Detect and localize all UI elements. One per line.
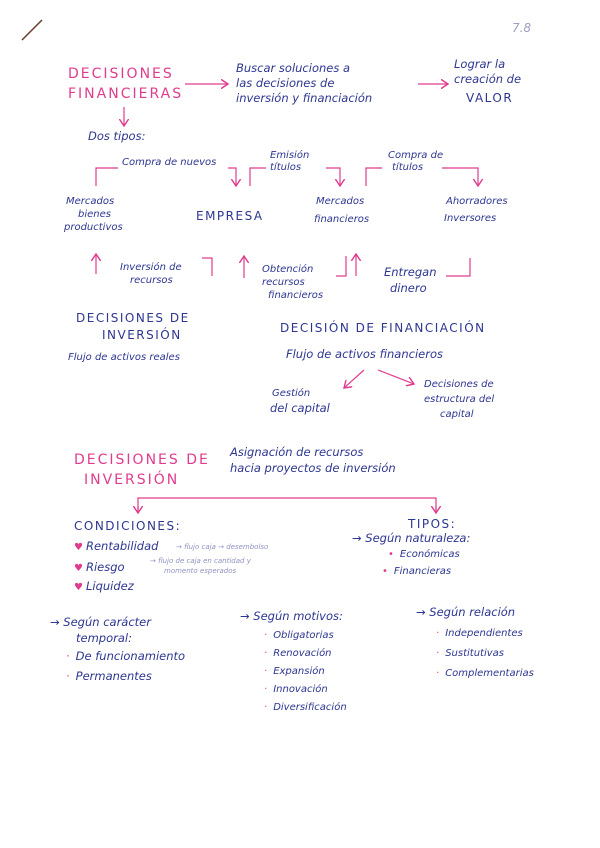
compra-titulos-line2: títulos: [392, 162, 424, 173]
emision-line1: Emisión: [270, 150, 310, 161]
emision-line2: títulos: [270, 162, 302, 173]
scribble-mark: [21, 19, 43, 41]
decisiones-inversion-title-2: INVERSIÓN: [102, 328, 182, 342]
ahorradores-line2: Inversores: [444, 213, 497, 224]
decisiones-inversion-title-1: DECISIONES DE: [76, 311, 190, 325]
arrow-estructura: [377, 369, 414, 384]
arrow-gestion: [344, 369, 365, 388]
motivo-obligatorias: ·Obligatorias: [264, 630, 334, 641]
condiciones-title: CONDICIONES:: [74, 519, 182, 533]
heart-bullet-icon: ♥: [74, 563, 83, 574]
motivo-innovacion: ·Innovación: [264, 684, 328, 695]
segun-naturaleza: → Según naturaleza:: [352, 531, 471, 545]
mercados-bienes-line3: productivos: [64, 222, 123, 233]
rentabilidad-note: → flujo caja → desembolso: [176, 543, 269, 551]
bracket-entregan-right: [446, 258, 471, 277]
condicion-riesgo: ♥Riesgo: [74, 560, 125, 574]
arrow-emision: [326, 167, 340, 186]
title-decisiones-financieras-2: FINANCIERAS: [68, 86, 184, 102]
flujo-activos-reales: Flujo de activos reales: [68, 352, 180, 363]
gestion-line1: Gestión: [272, 388, 311, 399]
motivo-diversificacion: ·Diversificación: [264, 702, 347, 713]
naturaleza-item-economicas: •Económicas: [388, 549, 460, 560]
caracter-item-funcionamiento: ·De funcionamiento: [66, 649, 186, 663]
asignacion-line1: Asignación de recursos: [230, 445, 364, 459]
mercados-fin-line2: financieros: [314, 214, 370, 225]
valor-text: VALOR: [466, 91, 514, 105]
caracter-title-2: temporal:: [76, 631, 132, 645]
buscar-line2: las decisiones de: [236, 76, 335, 90]
motivo-renovacion: ·Renovación: [264, 648, 332, 659]
bracket-inversion-right: [202, 257, 213, 276]
mercados-bienes-line1: Mercados: [66, 196, 115, 207]
compra-titulos-line1: Compra de: [388, 150, 444, 161]
mercados-fin-line1: Mercados: [316, 196, 365, 207]
lograr-line1: Lograr la: [454, 57, 506, 71]
riesgo-note-2: momento esperados: [164, 567, 237, 575]
inversion-section-title-2: INVERSIÓN: [84, 472, 180, 488]
mercados-bienes-line2: bienes: [78, 209, 111, 220]
condicion-liquidez: ♥Liquidez: [74, 579, 134, 593]
obtencion-line1: Obtención: [262, 264, 314, 275]
buscar-line3: inversión y financiación: [236, 91, 373, 105]
asignacion-line2: hacia proyectos de inversión: [230, 461, 396, 475]
obtencion-line3: financieros: [268, 290, 324, 301]
arrow-compra-nuevos: [228, 167, 236, 186]
relacion-complementarias: ·Complementarias: [436, 668, 534, 679]
decision-financiacion-title: DECISIÓN DE FINANCIACIÓN: [280, 321, 486, 335]
heart-bullet-icon: ♥: [74, 542, 83, 553]
bracket-obtencion-right: [336, 256, 347, 277]
split-condiciones-tipos: [137, 497, 437, 512]
naturaleza-item-financieras: •Financieras: [382, 566, 452, 577]
heart-bullet-icon: ♥: [74, 582, 83, 593]
entregan-line2: dinero: [390, 281, 427, 295]
arrow-compra-titulos: [442, 167, 478, 186]
bracket-mercados-bienes: [95, 167, 118, 186]
bracket-compra-titulos: [365, 167, 382, 186]
tipos-title: TIPOS:: [408, 517, 457, 531]
compra-nuevos-label: Compra de nuevos: [122, 157, 217, 168]
motivo-expansion: ·Expansión: [264, 666, 325, 677]
relacion-sustitutivas: ·Sustitutivas: [436, 648, 504, 659]
inversion-recursos-line1: Inversión de: [120, 262, 182, 273]
dos-tipos: Dos tipos:: [88, 129, 146, 143]
estructura-line1: Decisiones de: [424, 379, 494, 390]
empresa-label: EMPRESA: [196, 209, 264, 223]
page-number: 7.8: [512, 21, 532, 35]
ahorradores-line1: Ahorradores: [446, 196, 508, 207]
lograr-line2: creación de: [454, 72, 522, 86]
relacion-title: → Según relación: [416, 605, 516, 619]
caracter-title-1: → Según carácter: [50, 615, 151, 629]
buscar-line1: Buscar soluciones a: [236, 61, 351, 75]
estructura-line2: estructura del: [424, 394, 495, 405]
condicion-rentabilidad: ♥Rentabilidad: [74, 539, 159, 553]
caracter-item-permanentes: ·Permanentes: [66, 669, 152, 683]
motivos-title: → Según motivos:: [240, 609, 343, 623]
inversion-recursos-line2: recursos: [130, 275, 173, 286]
obtencion-line2: recursos: [262, 277, 305, 288]
bracket-emision-left: [249, 167, 266, 186]
entregan-line1: Entregan: [384, 265, 437, 279]
gestion-line2: del capital: [270, 401, 330, 415]
estructura-line3: capital: [440, 409, 474, 420]
inversion-section-title-1: DECISIONES DE: [74, 452, 210, 468]
riesgo-note-1: → flujo de caja en cantidad y: [150, 557, 251, 565]
relacion-independientes: ·Independientes: [436, 628, 523, 639]
title-decisiones-financieras-1: DECISIONES: [68, 66, 174, 82]
flujo-activos-financieros: Flujo de activos financieros: [286, 347, 443, 361]
